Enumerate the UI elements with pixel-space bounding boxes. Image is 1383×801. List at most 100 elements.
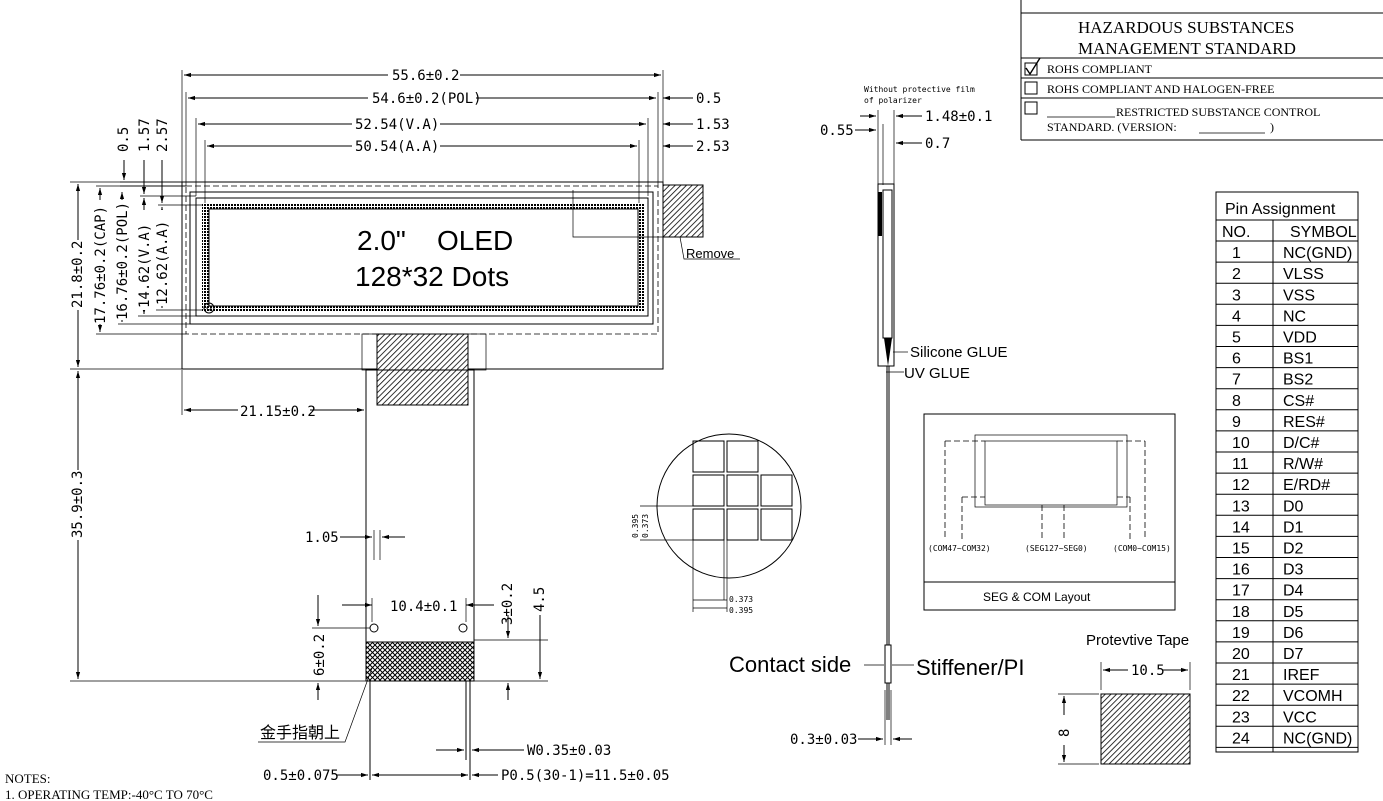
dim-height-va: 14.62(V.A) (137, 224, 153, 308)
hazard-option-3b: STANDARD. (VERSION: (1047, 120, 1177, 134)
pin-symbol: BS2 (1283, 372, 1313, 389)
side-note-2: of polarizer (864, 96, 922, 105)
pin-number: 17 (1232, 583, 1250, 600)
checkbox-halogen-free[interactable] (1024, 81, 1038, 95)
pin-number: 24 (1232, 730, 1250, 747)
seg-com-layout: (COM47~COM32) (SEG127~SEG0) (COM0~COM15)… (923, 413, 1176, 611)
pin-number: 2 (1232, 266, 1241, 283)
pin-symbol: VCOMH (1283, 688, 1343, 705)
dim-overall-width: 55.6±0.2 (392, 68, 459, 84)
dim-v157: 1.57 (137, 118, 153, 152)
com0-label: (COM0~COM15) (1113, 544, 1171, 553)
pin-number: 20 (1232, 646, 1250, 663)
pin-number: 6 (1232, 351, 1241, 368)
checkbox-restricted[interactable] (1024, 101, 1038, 115)
pin-symbol: D1 (1283, 519, 1304, 536)
check-icon (1025, 57, 1041, 76)
side-dim-07: 0.7 (925, 136, 950, 152)
pin-number: 22 (1232, 688, 1250, 705)
dim-302: 3±0.2 (500, 583, 516, 625)
silicone-glue-label: Silicone GLUE (910, 344, 1008, 361)
dim-105: 1.05 (305, 530, 339, 546)
dim-aa-width: 50.54(A.A) (355, 139, 439, 155)
dim-v05: 0.5 (116, 127, 132, 152)
pin-number: 15 (1232, 541, 1250, 558)
pin-number: 10 (1232, 435, 1250, 452)
dot-detail: 0.395 0.373 0.373 0.395 (631, 433, 802, 615)
pin-symbol: VDD (1283, 330, 1317, 347)
dim-height-pol: 16.76±0.2(POL) (115, 202, 131, 320)
dim-fpc-length: 35.9±0.3 (70, 471, 86, 538)
dot-size-v: 0.373 (641, 514, 650, 538)
notes: NOTES: 1. OPERATING TEMP:-40°C TO 70°C (5, 771, 213, 801)
pin-symbol: D4 (1283, 583, 1304, 600)
dot-pitch-v: 0.395 (631, 514, 640, 538)
hazard-option-3a: RESTRICTED SUBSTANCE CONTROL (1116, 105, 1320, 119)
notes-line-1: 1. OPERATING TEMP:-40°C TO 70°C (5, 787, 213, 801)
pin-symbol: VCC (1283, 709, 1317, 726)
side-dim-055: 0.55 (820, 123, 854, 139)
pin-number: 14 (1232, 519, 1250, 536)
dim-height-cap: 17.76±0.2(CAP) (93, 206, 109, 324)
tape-title: Protevtive Tape (1086, 632, 1189, 649)
pin-number: 4 (1232, 308, 1241, 325)
front-view: 55.6±0.2 54.6±0.2(POL) 0.5 52.54(V.A) 1.… (68, 67, 740, 784)
pin-symbol: VLSS (1283, 266, 1324, 283)
dim-pitch: P0.5(30-1)=11.5±0.05 (501, 768, 670, 784)
pin-number: 18 (1232, 604, 1250, 621)
pin-number: 12 (1232, 477, 1250, 494)
active-area (208, 208, 639, 307)
pin-header-no: NO. (1222, 224, 1250, 241)
side-dim-148: 1.48±0.1 (925, 109, 992, 125)
pin-number: 1 (1232, 245, 1241, 262)
hazard-title-1: HAZARDOUS SUBSTANCES (1078, 18, 1294, 37)
pin-symbol: NC(GND) (1283, 245, 1352, 262)
dim-45: 4.5 (532, 587, 548, 612)
hazard-title-2: MANAGEMENT STANDARD (1078, 39, 1296, 58)
hazard-option-1: ROHS COMPLIANT (1047, 62, 1153, 76)
pin-symbol: VSS (1283, 287, 1315, 304)
pin-symbol: RES# (1283, 414, 1325, 431)
stiffener-label: Stiffener/PI (916, 655, 1024, 680)
remove-label: Remove (686, 246, 734, 261)
pin-header-symbol: SYMBOL (1290, 224, 1357, 241)
checkbox-rohs[interactable] (1024, 62, 1038, 76)
pin-symbol: D7 (1283, 646, 1304, 663)
gold-fingers (365, 641, 475, 682)
pin-number: 21 (1232, 667, 1250, 684)
pin-symbol: BS1 (1283, 351, 1313, 368)
fpc-tail (365, 369, 475, 679)
display-title: 2.0" OLED (357, 225, 513, 256)
pin-number: 8 (1232, 393, 1241, 410)
pin-number: 19 (1232, 625, 1250, 642)
tape-height: 8 (1057, 729, 1073, 737)
pin-symbol: D2 (1283, 541, 1304, 558)
dot-size-h: 0.373 (729, 595, 753, 604)
dim-v257: 2.57 (155, 118, 171, 152)
pin-number: 11 (1232, 456, 1249, 473)
tape-width: 10.5 (1131, 663, 1165, 679)
dim-height-aa: 12.62(A.A) (155, 221, 171, 305)
dim-w035: W0.35±0.03 (527, 743, 611, 759)
translate-badge[interactable]: 转为 (1337, 14, 1383, 42)
pin-symbol: D/C# (1283, 435, 1320, 452)
pin-symbol: NC (1283, 308, 1306, 325)
contact-side-label: Contact side (729, 652, 851, 677)
dim-pol-width: 54.6±0.2(POL) (372, 91, 482, 107)
notes-title: NOTES: (5, 771, 51, 786)
seg-com-caption: SEG & COM Layout (983, 590, 1091, 604)
pin-symbol: D0 (1283, 498, 1304, 515)
gold-finger-label: 金手指朝上 (260, 724, 340, 742)
pin-symbol: D6 (1283, 625, 1304, 642)
side-dim-03: 0.3±0.03 (790, 732, 857, 748)
pin-symbol: CS# (1283, 393, 1314, 410)
pin-symbol: IREF (1283, 667, 1320, 684)
hazard-option-2: ROHS COMPLIANT AND HALOGEN-FREE (1047, 82, 1274, 96)
pin-number: 3 (1232, 287, 1241, 304)
dim-height-218: 21.8±0.2 (70, 241, 86, 308)
pin-symbol: R/W# (1283, 456, 1323, 473)
pin-number: 23 (1232, 709, 1250, 726)
com47-label: (COM47~COM32) (928, 544, 991, 553)
